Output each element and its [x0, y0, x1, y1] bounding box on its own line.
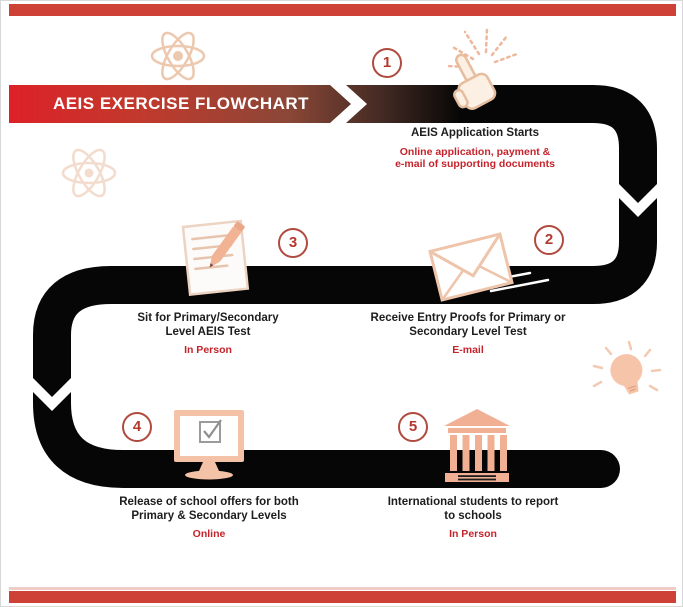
step-number-badge: 4 [122, 412, 152, 442]
step-1-text: AEIS Application Starts Online applicati… [375, 127, 575, 170]
envelope-icon [428, 232, 514, 302]
step-subtitle: In Person [449, 528, 497, 540]
step-2-text: Receive Entry Proofs for Primary or Seco… [353, 312, 583, 356]
step-title: Receive Entry Proofs for Primary or Seco… [370, 312, 566, 338]
flow-direction-chevron-icon [619, 184, 657, 217]
step-number-badge: 1 [372, 48, 402, 78]
title-banner [9, 85, 461, 123]
paper-pencil-icon [181, 219, 250, 297]
step-subtitle: In Person [184, 344, 232, 356]
step-title: Sit for Primary/Secondary Level AEIS Tes… [137, 312, 279, 338]
monitor-check-icon [174, 410, 244, 480]
step-subtitle: Online [192, 528, 226, 540]
step-title: AEIS Application Starts [410, 127, 539, 139]
ribbon-end-cap [582, 450, 620, 488]
atom-icon [150, 31, 206, 81]
banner-chevron-icon [330, 85, 367, 123]
atom-icon [61, 148, 117, 198]
step-number-badge: 3 [278, 228, 308, 258]
step-title: International students to report to scho… [387, 496, 559, 522]
click-hand-icon [445, 26, 519, 110]
step-3-text: Sit for Primary/Secondary Level AEIS Tes… [108, 312, 308, 356]
lightbulb-icon [592, 340, 662, 395]
step-number-badge: 2 [534, 225, 564, 255]
step-5-text: International students to report to scho… [363, 496, 583, 540]
step-title: Release of school offers for both Primar… [119, 496, 299, 522]
flow-direction-chevron-icon [33, 378, 71, 411]
step-4-text: Release of school offers for both Primar… [104, 496, 314, 540]
bottom-accent-bar-soft [9, 587, 676, 590]
bank-icon [444, 409, 510, 482]
step-number-badge: 5 [398, 412, 428, 442]
top-accent-bar [9, 4, 676, 16]
bottom-accent-bar [9, 591, 676, 603]
step-subtitle: E-mail [452, 344, 484, 356]
banner-title: AEIS EXERCISE FLOWCHART [52, 94, 310, 113]
step-subtitle: Online application, payment & e-mail of … [395, 145, 555, 170]
